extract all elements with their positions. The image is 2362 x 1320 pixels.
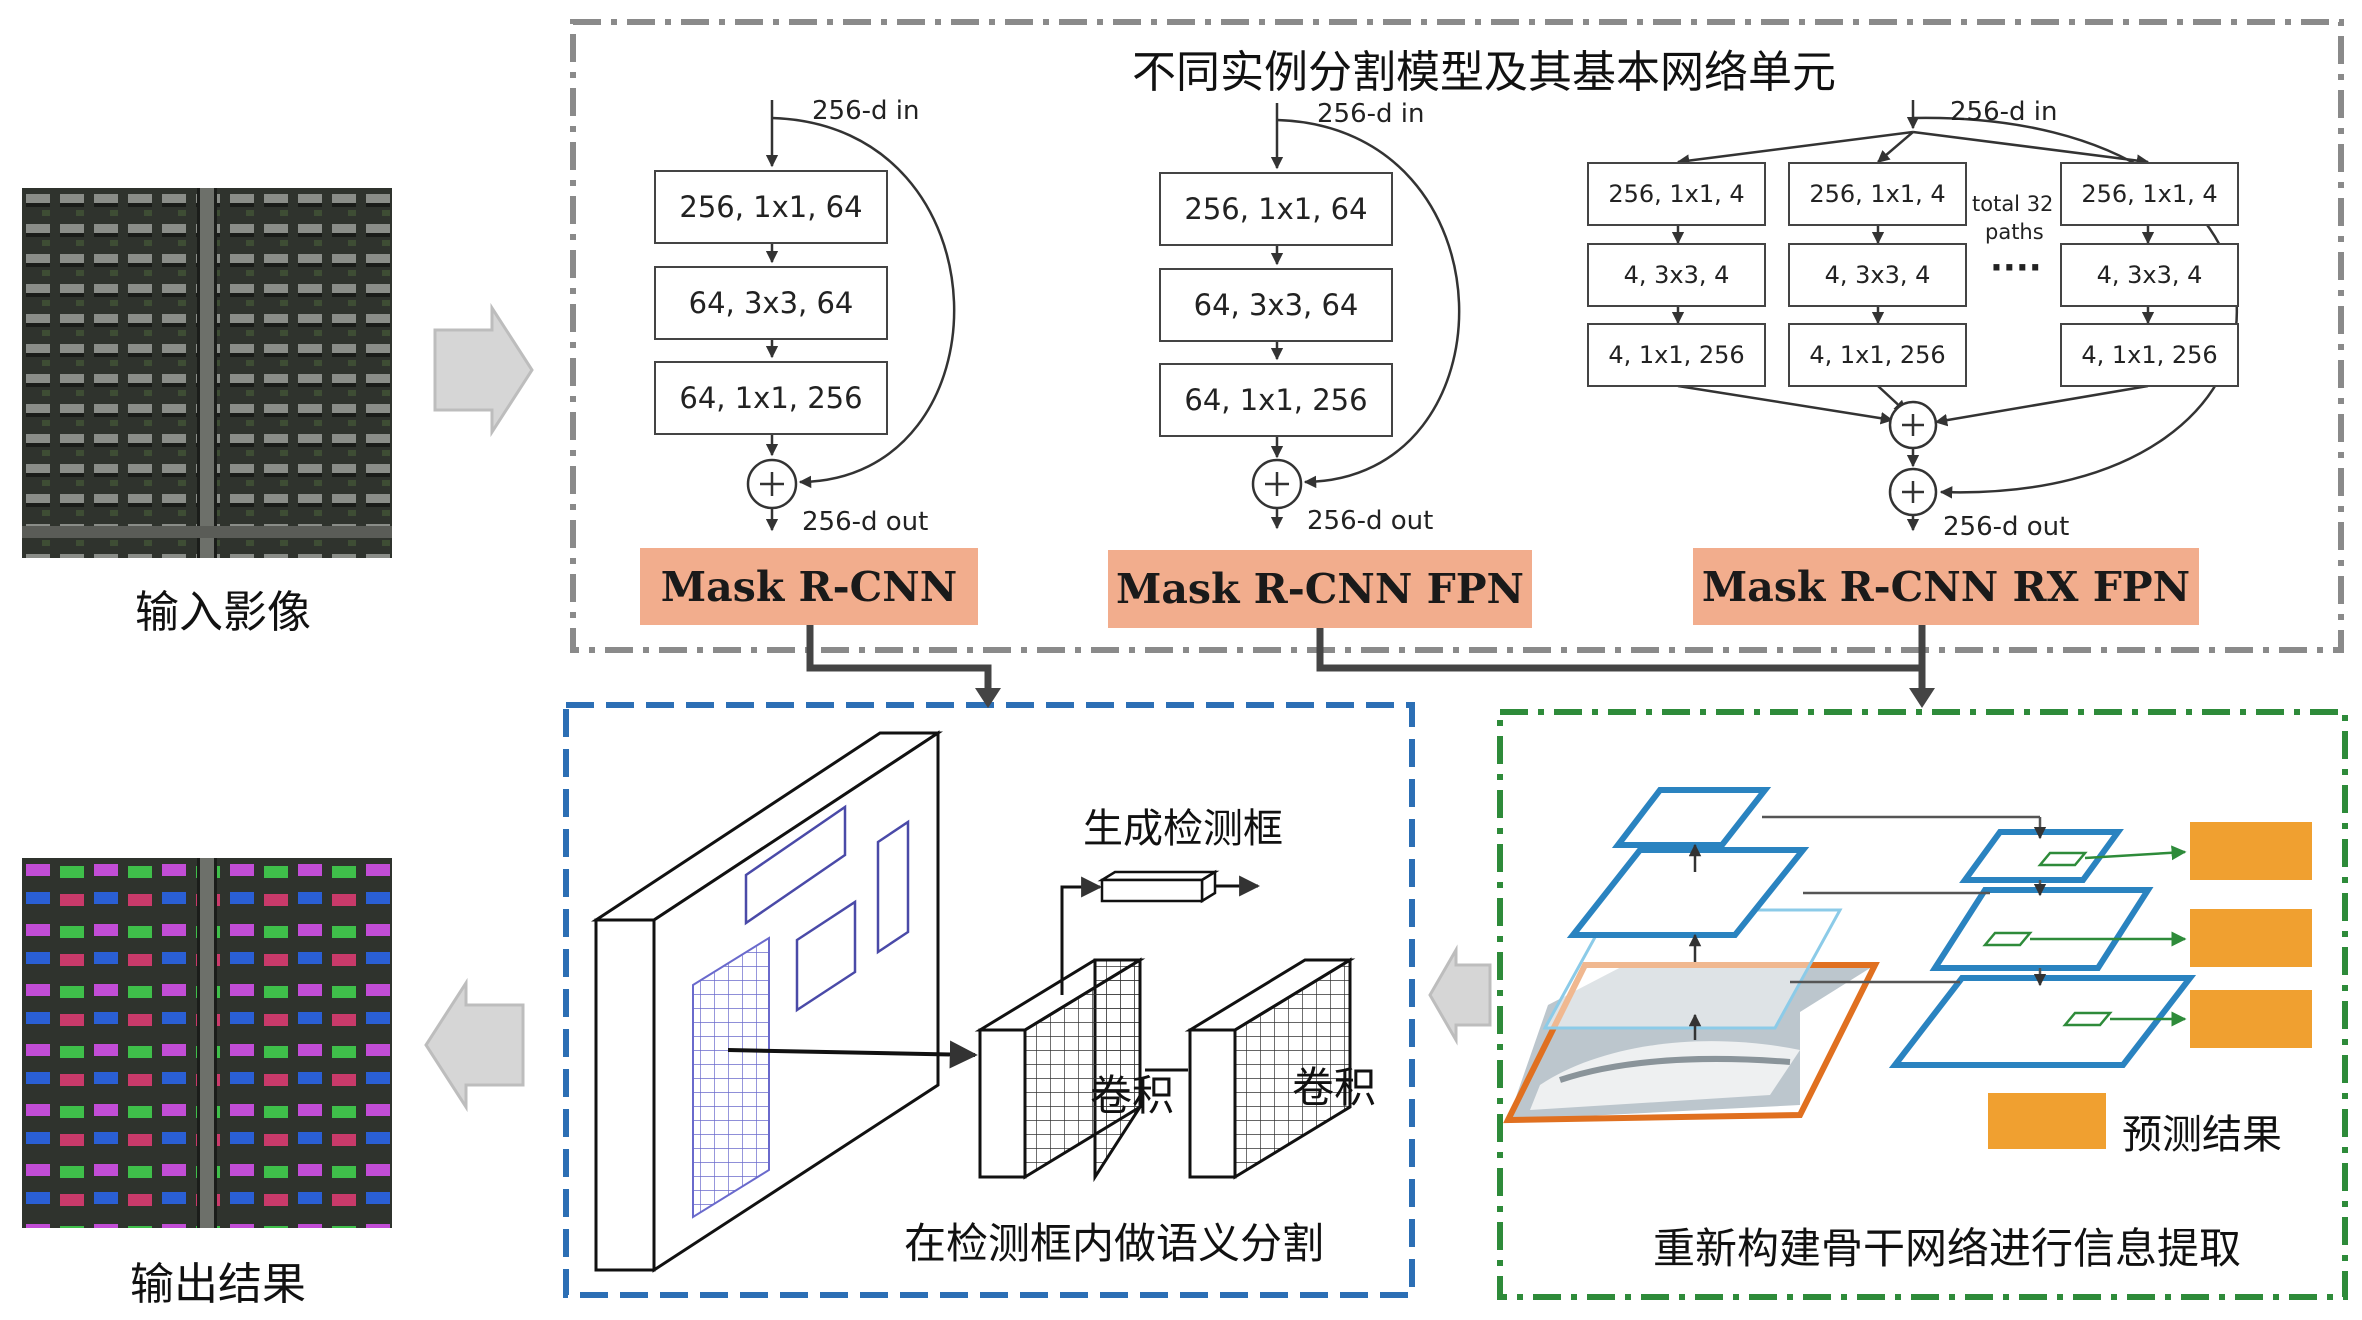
box-head-bar [1097, 869, 1220, 904]
prediction-label: 预测结果 [2122, 1112, 2282, 1158]
conv-cube-2 [1184, 957, 1356, 1180]
fpn-lateral-lines [1762, 815, 2047, 987]
to-backbone-arrowhead-icon [1909, 688, 1935, 708]
input-image [22, 188, 392, 558]
resnext-path1-block-2: 4, 3x3, 4 [1587, 243, 1766, 307]
conv-cube-1 [974, 957, 1146, 1183]
resnet1-block-2: 64, 3x3, 64 [654, 266, 888, 340]
conv-label-1: 卷积 [1090, 1071, 1175, 1120]
resnet2-in-label: 256-d in [1317, 99, 1425, 129]
resnext-path2-block-1: 256, 1x1, 4 [1788, 162, 1967, 226]
resnext-paths-label-2: paths [1985, 220, 2044, 244]
model-mask-rcnn-rx-fpn: Mask R-CNN RX FPN [1693, 548, 2199, 625]
input-label: 输入影像 [135, 587, 311, 638]
model-mask-rcnn: Mask R-CNN [640, 548, 978, 625]
fpn-anchor-boxes [1982, 851, 2113, 1027]
to-seg-arrowhead-icon [975, 688, 1001, 708]
resnext-path32-block-2: 4, 3x3, 4 [2060, 243, 2239, 307]
prediction-box-2 [2190, 909, 2312, 967]
prediction-box-3 [2190, 990, 2312, 1048]
conv-to-box-arrow [1060, 876, 1103, 995]
model-mask-rcnn-fpn: Mask R-CNN FPN [1108, 550, 1532, 628]
resnext-in-label: 256-d in [1950, 97, 2058, 127]
input-image-art [22, 188, 392, 558]
roi-grid [692, 936, 770, 1219]
resnet-unit-1-connectors [746, 100, 956, 532]
resnext-path1-block-3: 4, 1x1, 256 [1587, 323, 1766, 387]
fpn-prediction-arrows [2030, 845, 2187, 1027]
output-label: 输出结果 [130, 1259, 306, 1310]
resnet2-block-2: 64, 3x3, 64 [1159, 268, 1393, 342]
resnext-path32-block-1: 256, 1x1, 4 [2060, 162, 2239, 226]
resnext-path2-block-2: 4, 3x3, 4 [1788, 243, 1967, 307]
backbone-caption: 重新构建骨干网络进行信息提取 [1653, 1224, 2242, 1273]
resnet1-block-3: 64, 1x1, 256 [654, 361, 888, 435]
prediction-legend-swatch [1988, 1093, 2106, 1149]
resnet2-block-3: 64, 1x1, 256 [1159, 363, 1393, 437]
models-frame [570, 19, 2344, 653]
resnet2-block-1: 256, 1x1, 64 [1159, 172, 1393, 246]
model-flow-connectors [806, 625, 1926, 690]
output-image-art [22, 858, 392, 1228]
resnet1-out-label: 256-d out [802, 507, 929, 537]
output-arrow-icon [424, 977, 525, 1113]
resnext-dots: ···· [1990, 248, 2042, 288]
resnext-path1-block-1: 256, 1x1, 4 [1587, 162, 1766, 226]
backbone-frame [1497, 709, 2348, 1300]
resnext-out-label: 256-d out [1943, 512, 2070, 542]
roi-to-conv-arrow [727, 1040, 978, 1069]
conv-label-2: 卷积 [1292, 1063, 1377, 1112]
fpn-bottom-up [1542, 787, 1843, 1030]
page-title: 不同实例分割模型及其基本网络单元 [1132, 47, 1836, 98]
roi-rectangles [744, 804, 910, 1013]
resnext-path32-block-3: 4, 1x1, 256 [2060, 323, 2239, 387]
resnet1-block-1: 256, 1x1, 64 [654, 170, 888, 244]
input-arrow-icon [433, 302, 534, 438]
prediction-box-1 [2190, 822, 2312, 880]
generate-box-label: 生成检测框 [1083, 806, 1283, 852]
backbone-to-seg-arrow-icon [1428, 944, 1492, 1046]
resnext-paths-label-1: total 32 [1972, 192, 2054, 216]
output-image [22, 858, 392, 1228]
resnet-unit-2-connectors [1251, 103, 1461, 530]
segmentation-caption: 在检测框内做语义分割 [904, 1219, 1325, 1268]
resnext-path2-block-3: 4, 1x1, 256 [1788, 323, 1967, 387]
resnet2-out-label: 256-d out [1307, 506, 1434, 536]
resnet1-in-label: 256-d in [812, 96, 920, 126]
fpn-top-down [1888, 829, 2197, 1068]
